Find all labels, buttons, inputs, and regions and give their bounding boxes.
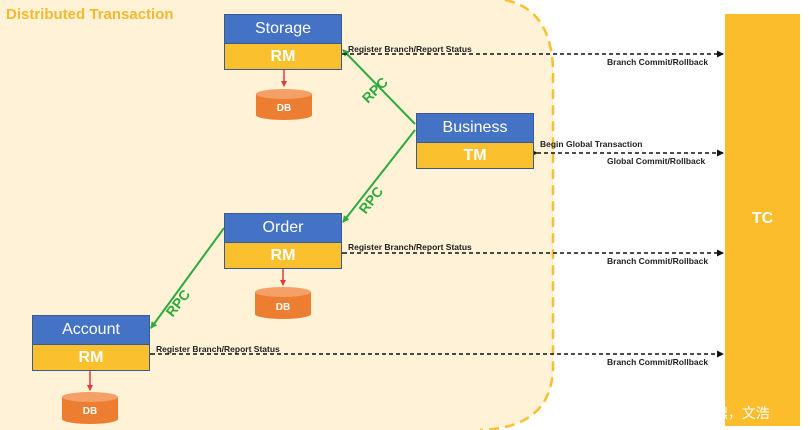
rpc-line-order — [342, 129, 416, 223]
business-tm: TM — [417, 142, 533, 168]
tc-block: TC — [725, 14, 800, 426]
svg-text:DB: DB — [277, 103, 291, 114]
transaction-region-border — [479, 0, 555, 430]
region-title: Distributed Transaction — [6, 6, 174, 23]
db-account: DB — [62, 392, 118, 424]
rpc-line-storage — [342, 49, 416, 125]
account-service: Account RM — [32, 315, 150, 371]
label-register-order: Register Branch/Report Status — [348, 242, 472, 252]
tc-label: TC — [751, 210, 774, 227]
order-rm: RM — [225, 242, 341, 268]
label-register-storage: Register Branch/Report Status — [348, 44, 472, 54]
label-register-account: Register Branch/Report Status — [156, 344, 280, 354]
order-service: Order RM — [224, 213, 342, 269]
svg-text:DB: DB — [276, 302, 290, 313]
storage-name: Storage — [225, 15, 341, 43]
storage-service: Storage RM — [224, 14, 342, 70]
business-name: Business — [417, 114, 533, 142]
label-branch-order: Branch Commit/Rollback — [607, 256, 709, 266]
label-branch-account: Branch Commit/Rollback — [607, 357, 709, 367]
account-name: Account — [33, 316, 149, 344]
account-rm: RM — [33, 344, 149, 370]
svg-text:DB: DB — [83, 406, 97, 417]
label-branch-storage: Branch Commit/Rollback — [607, 57, 709, 67]
label-global-commit: Global Commit/Rollback — [607, 156, 706, 166]
label-begin-global: Begin Global Transaction — [540, 139, 643, 149]
business-service: Business TM — [416, 113, 534, 169]
db-order: DB — [255, 287, 311, 319]
storage-rm: RM — [225, 43, 341, 69]
order-name: Order — [225, 214, 341, 242]
db-storage: DB — [256, 89, 312, 120]
rpc-line-account — [150, 227, 225, 329]
watermark: CSDN @嘿，文浩 — [656, 405, 770, 421]
